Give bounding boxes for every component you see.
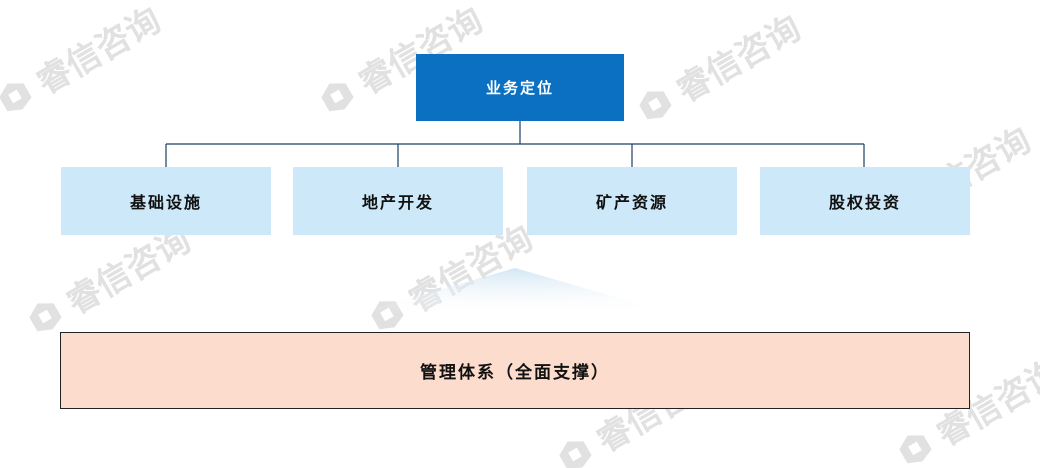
child-label: 基础设施 (129, 193, 202, 212)
child-node-equity-investment: 股权投资 (760, 167, 970, 235)
child-node-real-estate: 地产开发 (293, 167, 503, 235)
child-label: 矿产资源 (595, 193, 668, 212)
root-label: 业务定位 (485, 79, 554, 97)
child-node-mineral-resources: 矿产资源 (527, 167, 737, 235)
management-system-bar: 管理体系（全面支撑） (60, 332, 970, 409)
child-label: 地产开发 (361, 193, 434, 212)
child-label: 股权投资 (828, 193, 901, 212)
root-node: 业务定位 (416, 54, 624, 121)
support-label: 管理体系（全面支撑） (420, 363, 610, 383)
support-glow (300, 268, 730, 330)
child-node-infrastructure: 基础设施 (61, 167, 271, 235)
